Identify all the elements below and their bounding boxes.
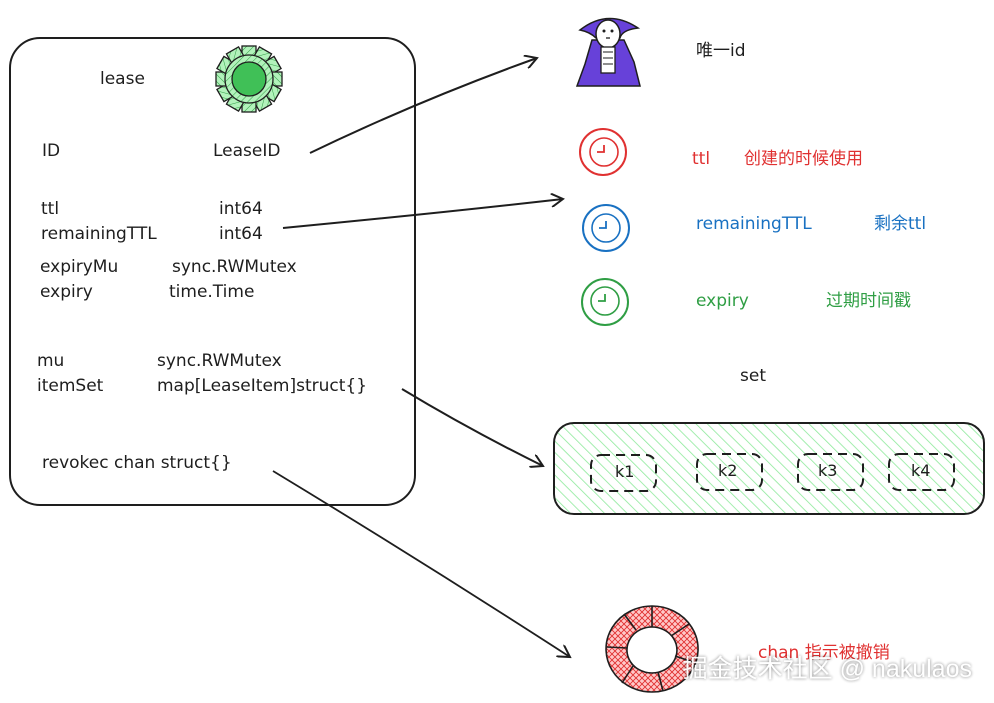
- set-key-label: k2: [718, 461, 737, 480]
- arrow-remaining-to-clock: [282, 199, 563, 229]
- field-type-id: LeaseID: [213, 141, 280, 161]
- set-key-label: k1: [615, 462, 634, 481]
- ring-icon: [605, 605, 699, 693]
- set-key: k2: [696, 453, 763, 491]
- field-type-mu: sync.RWMutex: [157, 351, 282, 371]
- field-revoke-chan: revokec chan struct{}: [42, 453, 232, 473]
- note-remaining-desc: 剩余ttl: [874, 214, 926, 234]
- set-key: k1: [590, 454, 657, 492]
- set-key-label: k4: [911, 461, 930, 480]
- field-name-ttl: ttl: [41, 199, 59, 219]
- watermark: 掘金技术社区 @ nakulaos: [682, 655, 972, 683]
- set-key: k3: [797, 453, 864, 491]
- set-container: [553, 422, 985, 515]
- wizard-icon: [575, 17, 641, 87]
- field-name-mu: mu: [37, 351, 64, 371]
- field-name-remaining-ttl: remainingTTL: [41, 224, 157, 244]
- field-name-expiry: expiry: [40, 282, 93, 302]
- field-name-item-set: itemSet: [37, 376, 104, 396]
- note-unique-id: 唯一id: [696, 41, 746, 61]
- note-chan-desc: chan 指示被撤销: [758, 643, 890, 663]
- clock-icon: [581, 278, 629, 326]
- field-type-ttl: int64: [219, 199, 263, 219]
- field-type-remaining-ttl: int64: [219, 224, 263, 244]
- arrow-id-to-unique-id: [309, 58, 537, 154]
- arrow-itemset-to-set: [401, 388, 543, 466]
- note-remaining-label: remainingTTL: [696, 214, 812, 234]
- field-type-expiry-mu: sync.RWMutex: [172, 257, 297, 277]
- lease-title: lease: [100, 69, 145, 89]
- note-ttl-label: ttl: [692, 149, 710, 169]
- gear-icon: [215, 45, 283, 113]
- clock-icon: [582, 204, 630, 252]
- field-type-expiry: time.Time: [169, 282, 254, 302]
- field-type-item-set: map[LeaseItem]struct{}: [157, 376, 367, 396]
- field-name-expiry-mu: expiryMu: [40, 257, 118, 277]
- set-label: set: [740, 366, 766, 386]
- clock-icon: [579, 128, 627, 176]
- set-key: k4: [888, 453, 955, 491]
- note-ttl-desc: 创建的时候使用: [744, 148, 863, 169]
- set-key-label: k3: [818, 461, 837, 480]
- field-name-id: ID: [42, 141, 60, 161]
- note-expiry-desc: 过期时间戳: [826, 291, 911, 311]
- arrow-revoke-to-ring: [272, 470, 570, 657]
- lease-struct-box: [9, 37, 416, 506]
- note-expiry-label: expiry: [696, 291, 749, 311]
